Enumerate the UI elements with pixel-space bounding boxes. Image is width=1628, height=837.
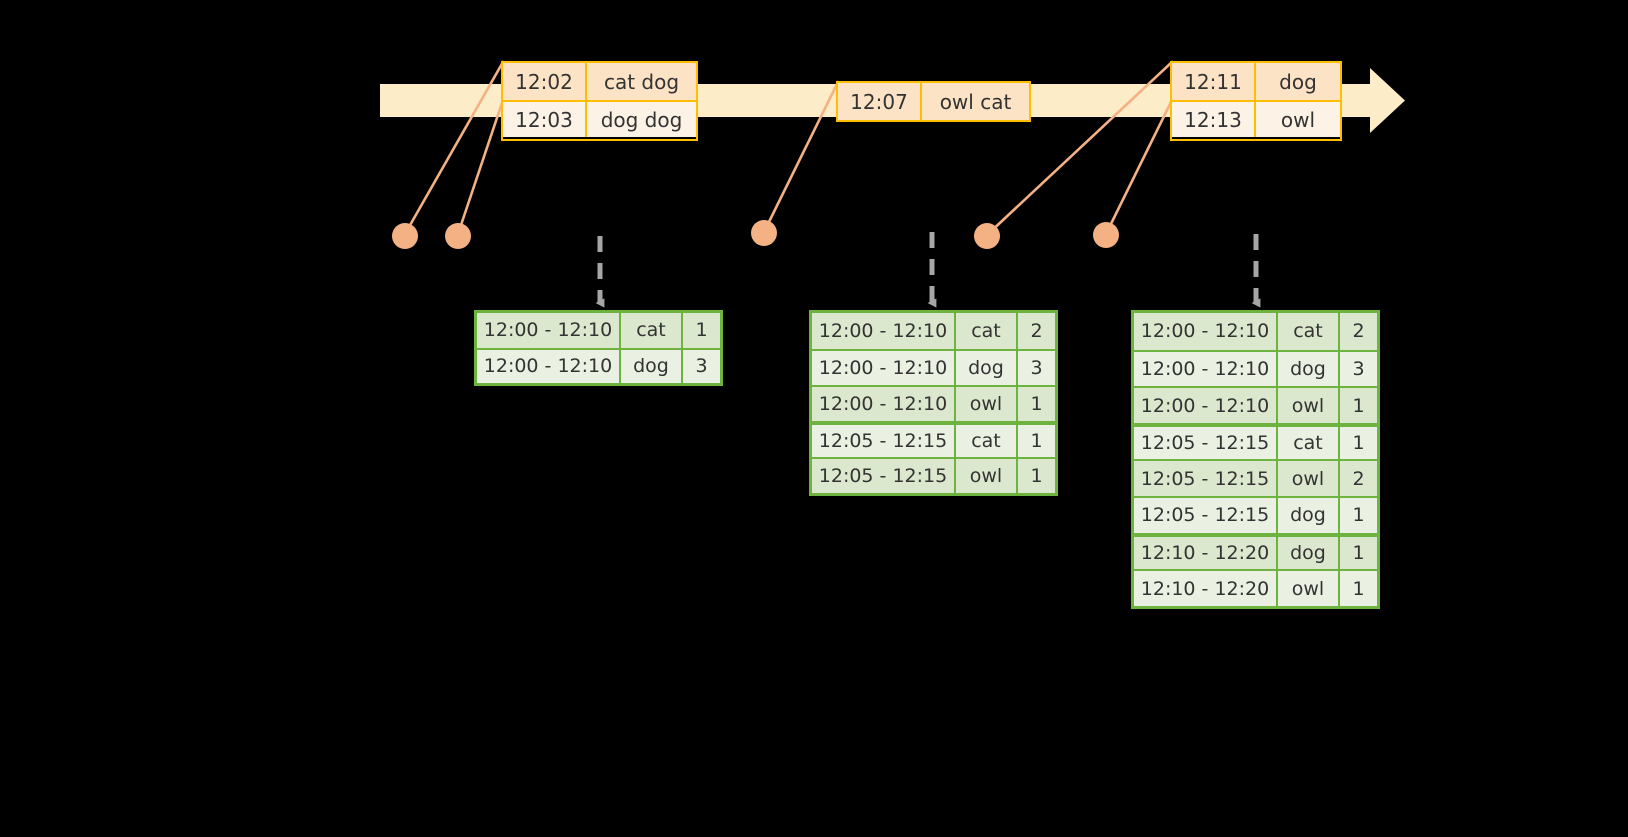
cell-word: dog (956, 350, 1018, 385)
cell-word: cat (621, 313, 683, 348)
cell-word: dog (1278, 351, 1340, 387)
cell-word: cat (956, 313, 1018, 349)
cell-word: cat (1278, 426, 1340, 460)
cell-word: cat (1278, 313, 1340, 350)
event-group-1: 12:02 cat dog 12:03 dog dog (501, 61, 698, 141)
cell-count: 1 (1018, 424, 1055, 457)
cell-window: 12:05 - 12:15 (1134, 498, 1278, 533)
event-row: 12:07 owl cat (838, 83, 1029, 120)
cell-window: 12:00 - 12:10 (1134, 388, 1278, 423)
cell-word: cat (956, 424, 1018, 457)
cell-window: 12:00 - 12:10 (812, 313, 956, 349)
cell-word: dog (621, 349, 683, 383)
event-row: 12:03 dog dog (503, 100, 696, 137)
cell-word: owl (956, 386, 1018, 421)
cell-window: 12:00 - 12:10 (1134, 313, 1278, 350)
event-row: 12:13 owl (1172, 100, 1340, 137)
cell-count: 1 (1340, 426, 1377, 460)
dot-12-11 (974, 223, 1000, 249)
cell-count: 1 (1340, 571, 1377, 606)
event-words: dog dog (587, 102, 696, 137)
cell-count: 1 (683, 313, 720, 348)
cell-count: 1 (1340, 388, 1377, 423)
cell-window: 12:05 - 12:15 (812, 459, 956, 493)
event-time: 12:07 (838, 83, 922, 120)
cell-word: dog (1278, 498, 1340, 533)
cell-window: 12:05 - 12:15 (1134, 426, 1278, 460)
cell-window: 12:05 - 12:15 (1134, 461, 1278, 497)
cell-window: 12:00 - 12:10 (812, 386, 956, 421)
cell-count: 2 (1340, 461, 1377, 497)
cell-word: owl (956, 459, 1018, 493)
cell-count: 1 (1340, 498, 1377, 533)
cell-word: owl (1278, 461, 1340, 497)
cell-word: dog (1278, 536, 1340, 570)
cell-count: 3 (1340, 351, 1377, 387)
cell-count: 1 (1018, 386, 1055, 421)
cell-count: 2 (1018, 313, 1055, 349)
event-group-2: 12:07 owl cat (836, 81, 1031, 122)
event-row: 12:11 dog (1172, 63, 1340, 100)
cell-count: 2 (1340, 313, 1377, 350)
event-words: dog (1256, 63, 1340, 100)
cell-count: 1 (1340, 536, 1377, 570)
cell-window: 12:10 - 12:20 (1134, 536, 1278, 570)
event-words: owl cat (922, 83, 1029, 120)
event-group-3: 12:11 dog 12:13 owl (1170, 61, 1342, 141)
dot-12-13 (1093, 222, 1119, 248)
cell-count: 3 (1018, 350, 1055, 385)
cell-word: owl (1278, 571, 1340, 606)
dot-12-03 (445, 223, 471, 249)
connector-12-03 (456, 98, 505, 236)
event-dots (392, 220, 1119, 249)
event-row: 12:02 cat dog (503, 63, 696, 100)
event-time: 12:02 (503, 63, 587, 100)
emit-arrows (595, 232, 1261, 308)
cell-count: 3 (683, 349, 720, 383)
cell-window: 12:00 - 12:10 (812, 350, 956, 385)
event-time: 12:03 (503, 102, 587, 137)
dot-12-02 (392, 223, 418, 249)
cell-window: 12:00 - 12:10 (1134, 351, 1278, 387)
cell-window: 12:10 - 12:20 (1134, 571, 1278, 606)
cell-window: 12:00 - 12:10 (477, 349, 621, 383)
event-time: 12:13 (1172, 102, 1256, 137)
connector-12-07 (762, 80, 840, 234)
event-time: 12:11 (1172, 63, 1256, 100)
event-words: cat dog (587, 63, 696, 100)
connector-12-02 (403, 60, 505, 236)
dot-12-07 (751, 220, 777, 246)
cell-word: owl (1278, 388, 1340, 423)
event-words: owl (1256, 102, 1340, 137)
cell-count: 1 (1018, 459, 1055, 493)
connector-12-13 (1104, 98, 1174, 236)
cell-window: 12:00 - 12:10 (477, 313, 621, 348)
cell-window: 12:05 - 12:15 (812, 424, 956, 457)
